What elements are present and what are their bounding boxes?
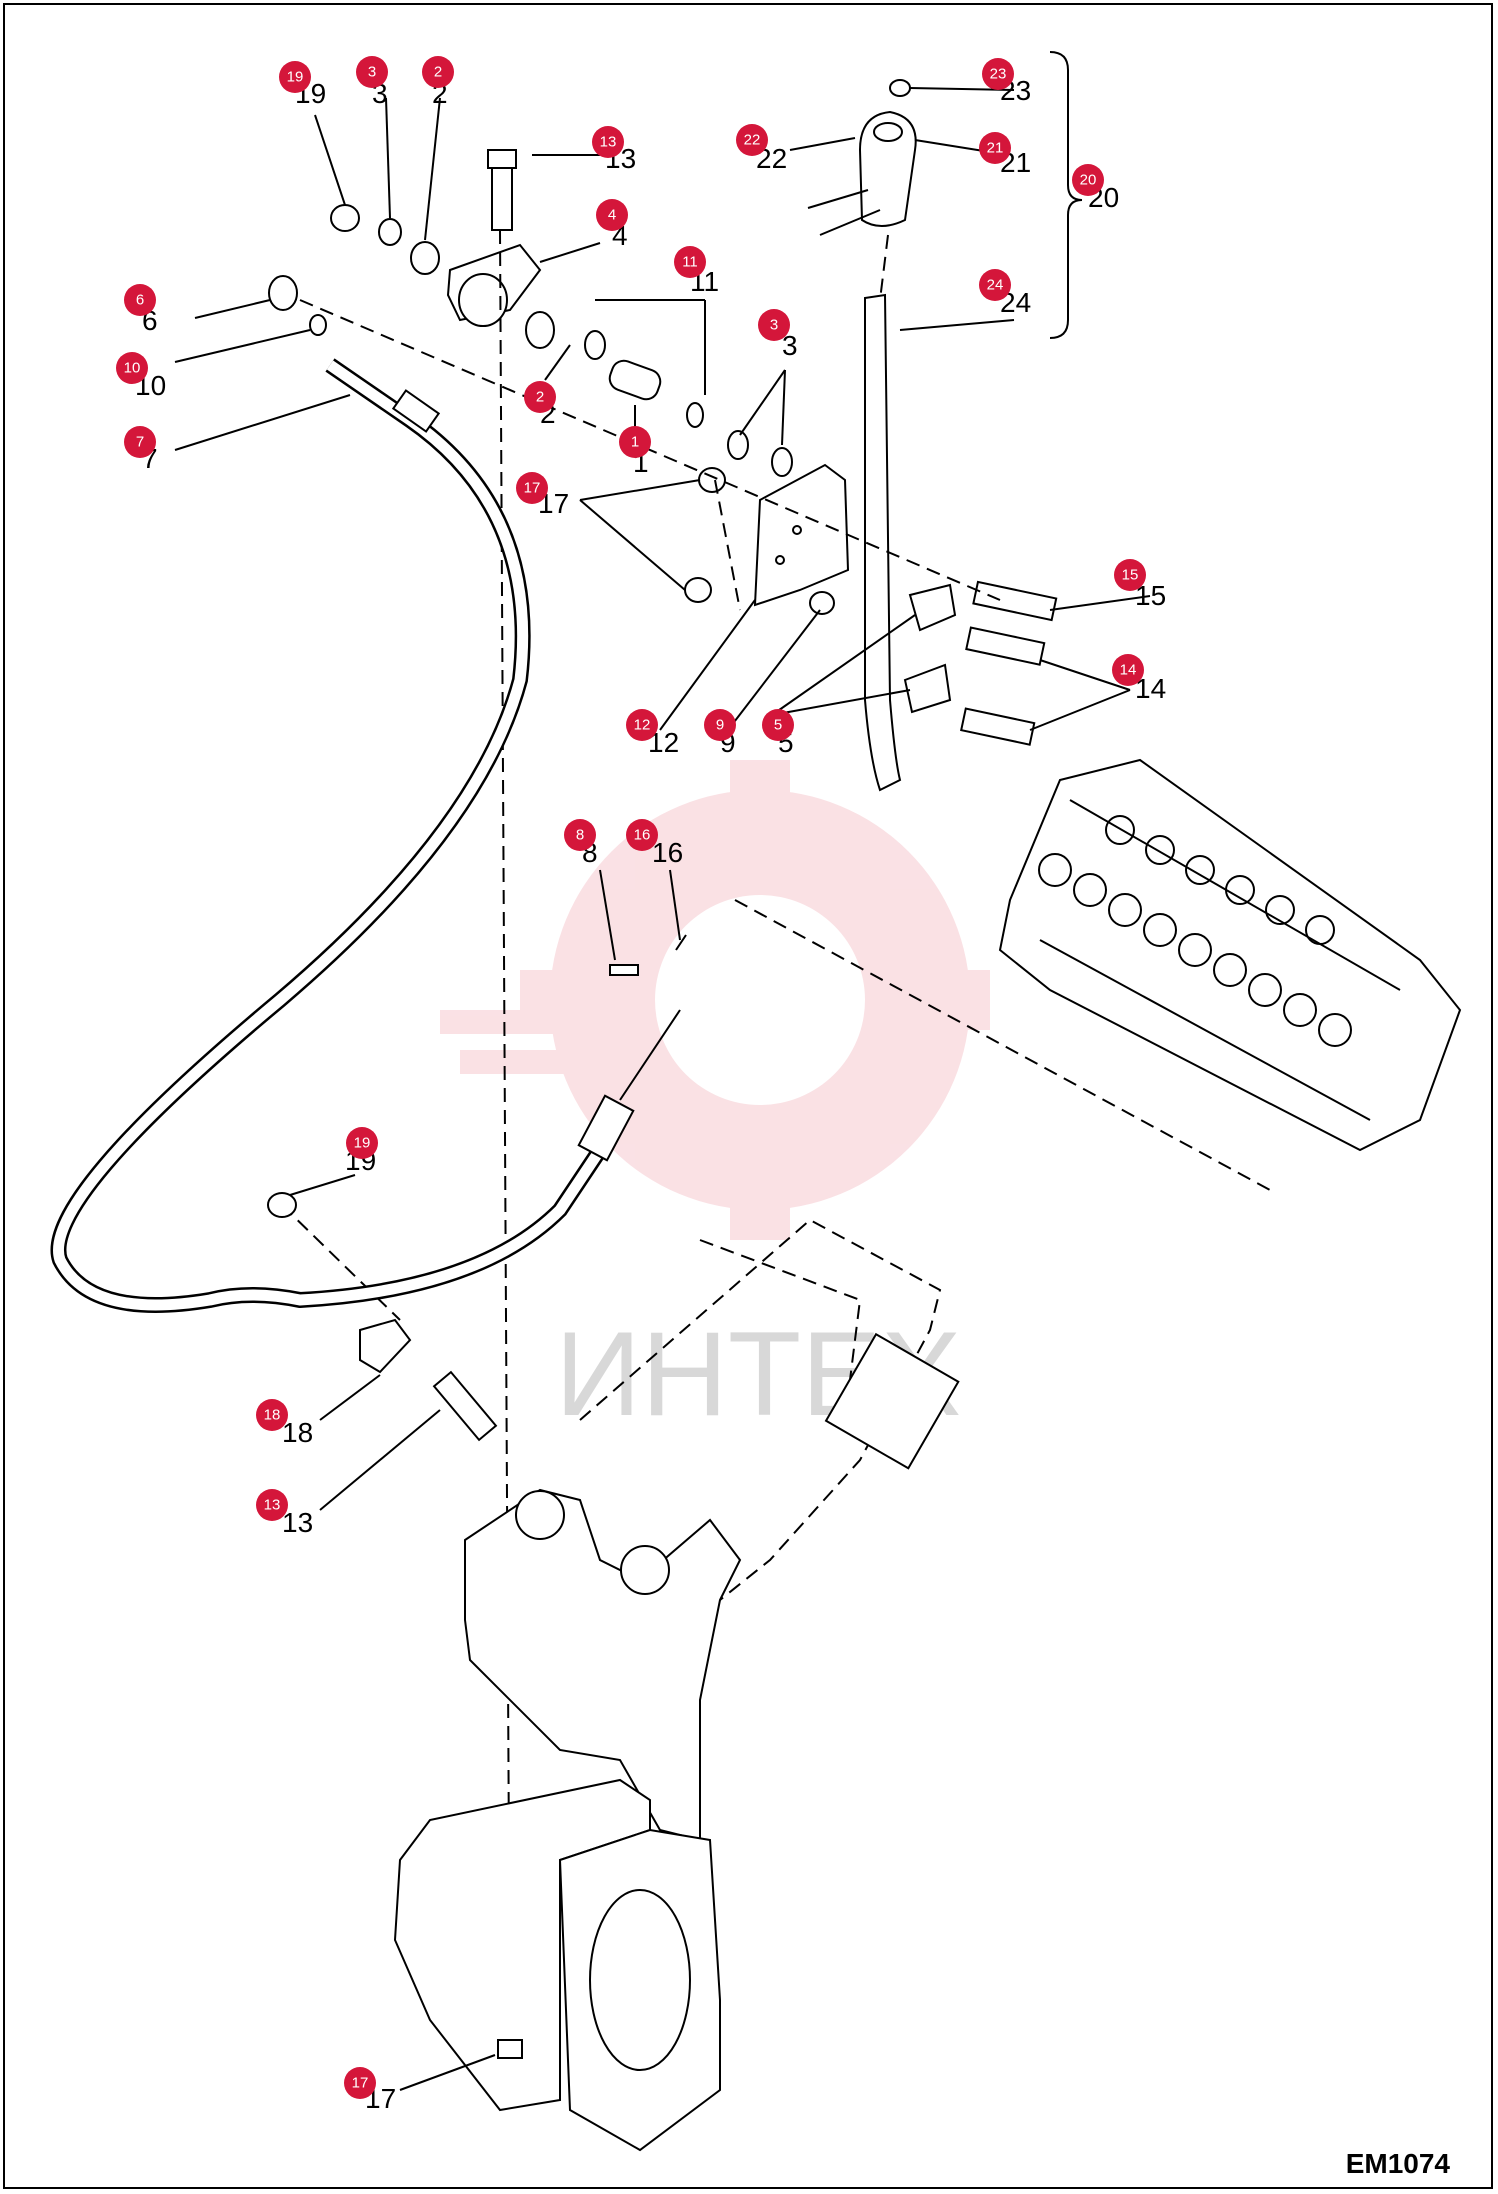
svg-text:15: 15: [1122, 567, 1139, 584]
callout-badge: 14: [1112, 654, 1144, 686]
svg-text:20: 20: [1080, 172, 1097, 189]
callout-badges: 19 3 2 13 4 11 6 10 2 3 7 1 17 15 14 12 …: [116, 56, 1146, 2099]
callout-badge: 2: [524, 381, 556, 413]
callout-number: 16: [652, 837, 683, 868]
callout-badge: 22: [736, 124, 768, 156]
leader-lines: [174, 87, 1151, 2091]
svg-text:2: 2: [536, 389, 544, 406]
svg-text:13: 13: [600, 134, 617, 151]
callout-badge: 3: [356, 56, 388, 88]
diagram-code: EM1074: [1345, 2148, 1450, 2179]
svg-text:3: 3: [770, 317, 778, 334]
svg-text:19: 19: [354, 1135, 371, 1152]
callout-badge: 6: [124, 284, 156, 316]
svg-text:9: 9: [716, 717, 724, 734]
svg-text:22: 22: [744, 132, 761, 149]
svg-text:3: 3: [368, 64, 376, 81]
callout-badge: 17: [344, 2067, 376, 2099]
callout-badge: 19: [346, 1127, 378, 1159]
callout-badge: 3: [758, 309, 790, 341]
svg-text:13: 13: [264, 1497, 281, 1514]
callout-badge: 8: [564, 819, 596, 851]
callout-number: 13: [282, 1507, 313, 1538]
control-valve-bank: [998, 758, 1462, 1152]
svg-text:8: 8: [576, 827, 584, 844]
lower-small-parts: [267, 934, 687, 1442]
mounting-frame: [393, 1218, 960, 2152]
callout-badge: 10: [116, 352, 148, 384]
callout-number: 3: [782, 330, 798, 361]
svg-text:17: 17: [524, 480, 541, 497]
svg-text:12: 12: [634, 717, 651, 734]
callout-badge: 17: [516, 472, 548, 504]
svg-text:17: 17: [352, 2075, 369, 2092]
callout-badge: 23: [982, 58, 1014, 90]
callout-badge: 7: [124, 426, 156, 458]
watermark-gear-icon: [440, 760, 990, 1240]
svg-text:19: 19: [287, 69, 304, 86]
callout-badge: 2: [422, 56, 454, 88]
svg-text:1: 1: [631, 434, 639, 451]
callout-badge: 1: [619, 426, 651, 458]
callout-badge: 16: [626, 819, 658, 851]
callout-badge: 9: [704, 709, 736, 741]
callout-badge: 24: [979, 269, 1011, 301]
upper-assembly: [268, 79, 1058, 792]
svg-text:4: 4: [608, 207, 616, 224]
svg-text:6: 6: [136, 292, 144, 309]
svg-text:23: 23: [990, 66, 1007, 83]
callout-badge: 11: [674, 246, 706, 278]
svg-text:14: 14: [1120, 662, 1137, 679]
assembly-axis-lines: [281, 229, 1271, 2041]
svg-text:5: 5: [774, 717, 782, 734]
svg-text:7: 7: [136, 434, 144, 451]
callout-badge: 13: [256, 1489, 288, 1521]
callout-badge: 4: [596, 199, 628, 231]
svg-text:21: 21: [987, 140, 1004, 157]
svg-text:24: 24: [987, 277, 1004, 294]
svg-text:16: 16: [634, 827, 651, 844]
callout-badge: 21: [979, 132, 1011, 164]
callout-badge: 12: [626, 709, 658, 741]
callout-badge: 13: [592, 126, 624, 158]
callout-number: 18: [282, 1417, 313, 1448]
svg-text:18: 18: [264, 1407, 281, 1424]
callout-badge: 5: [762, 709, 794, 741]
svg-text:10: 10: [124, 360, 141, 377]
callout-badge: 15: [1114, 559, 1146, 591]
callout-badge: 18: [256, 1399, 288, 1431]
callout-badge: 20: [1072, 164, 1104, 196]
callout-badge: 19: [279, 61, 311, 93]
control-cable: [50, 358, 681, 1313]
svg-text:11: 11: [682, 254, 698, 271]
svg-text:2: 2: [434, 64, 442, 81]
